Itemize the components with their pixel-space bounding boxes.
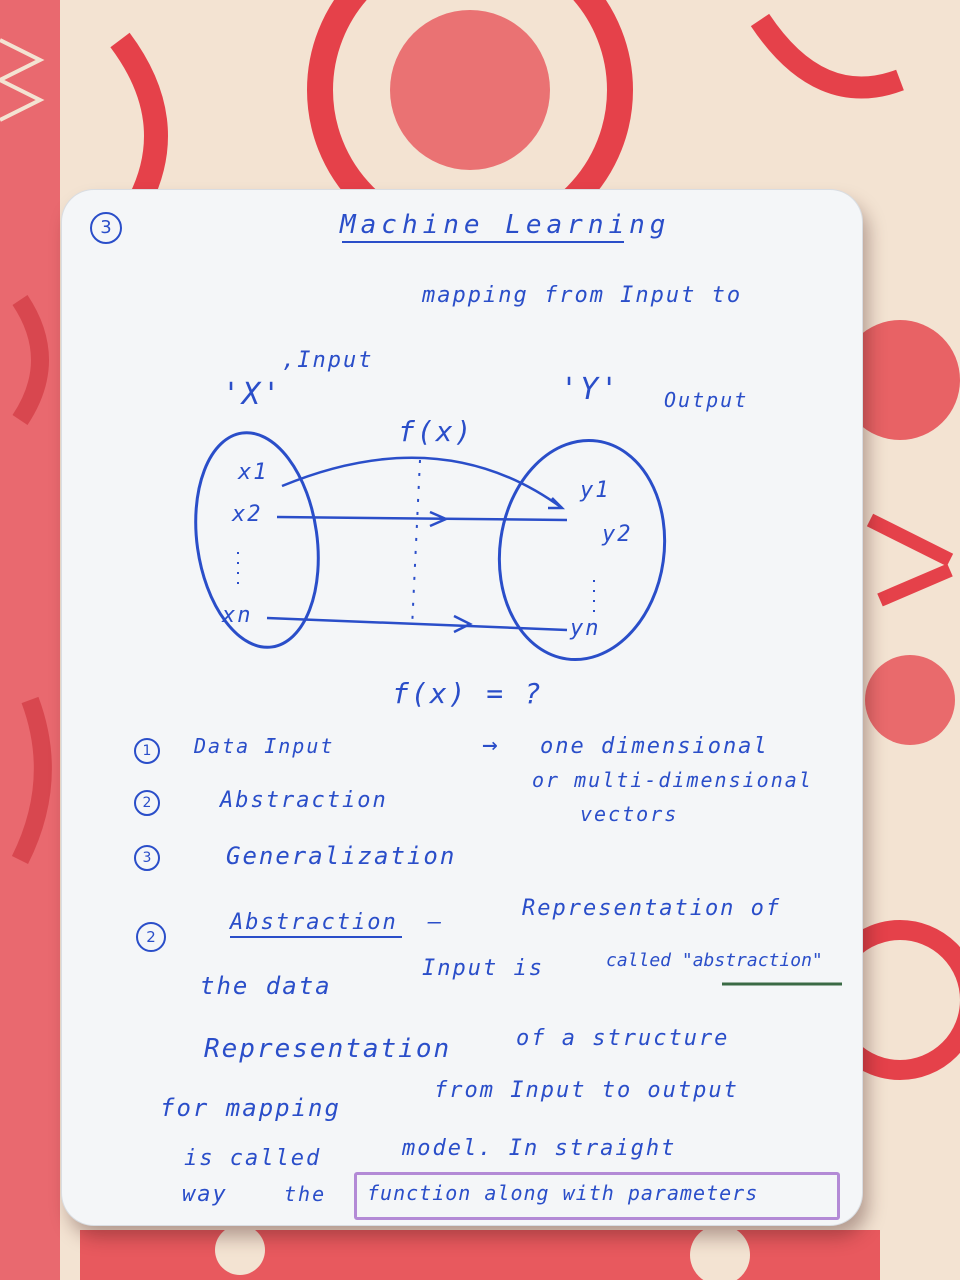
- data-input-note-line-3: vectors: [580, 802, 679, 826]
- abstraction-section-number: 2: [136, 922, 166, 952]
- step-3-label: Generalization: [226, 842, 457, 870]
- step-1-label: Data Input: [194, 734, 335, 758]
- paragraph-line-2a: for mapping: [160, 1094, 341, 1122]
- function-dotted-line: [411, 459, 421, 629]
- abstraction-line-2a: the data: [200, 972, 332, 1000]
- abstraction-line-1: Representation of: [522, 896, 782, 921]
- page-title: Machine Learning: [340, 210, 671, 240]
- function-question: f(x) = ?: [392, 677, 543, 710]
- function-label: f(x): [398, 415, 474, 448]
- abstraction-dash: —: [428, 910, 444, 935]
- step-1-arrow: →: [482, 730, 500, 760]
- input-item-x2: x2: [232, 502, 263, 527]
- output-item-y2: y2: [602, 522, 633, 547]
- notecard: 3 Machine Learning mapping from Input to…: [62, 190, 862, 1225]
- output-set-label: 'Y': [560, 372, 621, 407]
- paragraph-line-1b: of a structure: [516, 1026, 730, 1051]
- mapping-arrow-2: [276, 515, 568, 522]
- abstraction-heading: Abstraction: [230, 910, 398, 935]
- paragraph-line-1a: Representation: [204, 1034, 452, 1064]
- step-2-label: Abstraction: [220, 788, 388, 813]
- step-2-number: 2: [134, 790, 160, 816]
- mapping-arrow-1: [281, 456, 563, 510]
- output-item-yn: yn: [570, 616, 601, 641]
- page-subtitle: mapping from Input to: [422, 283, 743, 308]
- input-item-xn: xn: [222, 603, 253, 628]
- paragraph-line-4a: way: [182, 1182, 228, 1207]
- data-input-note-line-2: or multi-dimensional: [532, 768, 813, 792]
- paragraph-line-2b: from Input to output: [434, 1078, 739, 1103]
- paragraph-line-3a: is called: [184, 1146, 322, 1171]
- data-input-note-line-1: one dimensional: [540, 734, 769, 759]
- abstraction-line-2b: Input is: [422, 956, 544, 981]
- paragraph-line-3b: model. In straight: [402, 1136, 677, 1161]
- input-caption: ,Input: [282, 348, 374, 373]
- input-item-x1: x1: [238, 460, 269, 485]
- input-set-label: 'X': [222, 377, 283, 412]
- step-3-number: 3: [134, 845, 160, 871]
- mapping-arrow-3: [266, 616, 568, 632]
- abstraction-line-2c: called "abstraction": [606, 950, 823, 971]
- paragraph-highlight-text: function along with parameters: [367, 1181, 759, 1205]
- output-item-y1: y1: [580, 478, 611, 503]
- step-1-number: 1: [134, 738, 160, 764]
- parameters-highlight-box: function along with parameters: [354, 1172, 840, 1220]
- paragraph-line-4b: the: [284, 1182, 327, 1206]
- output-caption: Output: [664, 388, 749, 412]
- page-number-badge: 3: [90, 212, 122, 244]
- page-number: 3: [100, 217, 112, 238]
